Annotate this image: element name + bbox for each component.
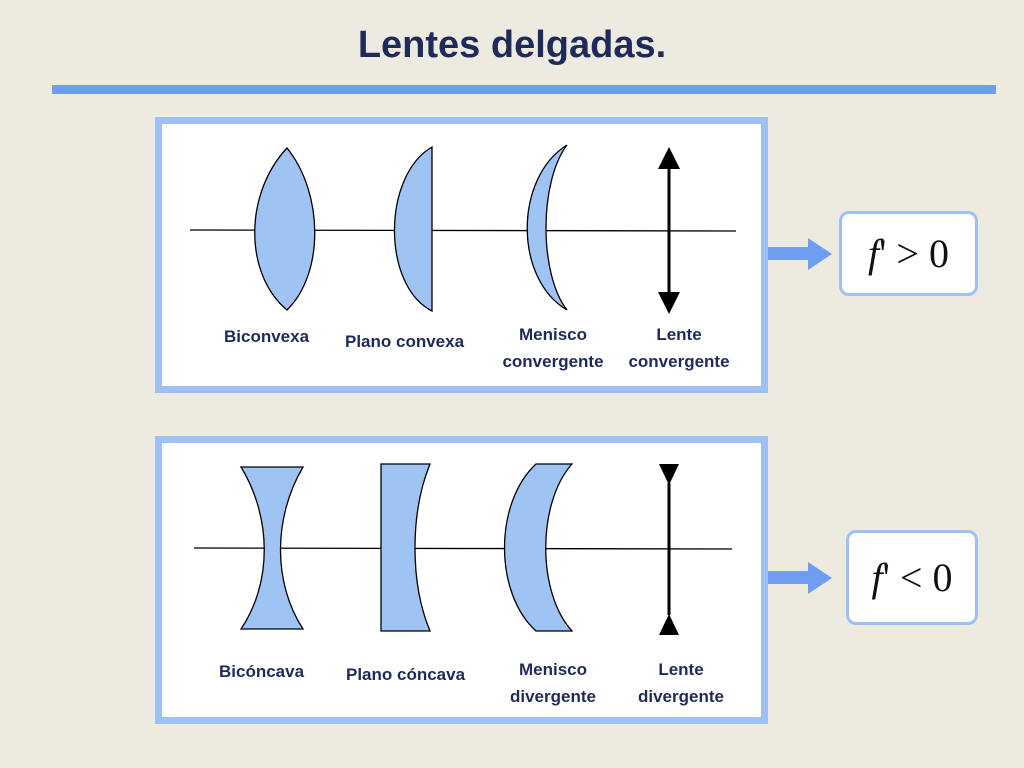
formula-negative-focal-length: f' < 0: [846, 530, 978, 625]
divergent-lenses-figure: [193, 463, 733, 635]
formula-prime: ': [879, 231, 887, 276]
convergent-meniscus-shape: [526, 144, 568, 311]
divergent-lenses-panel: Bicóncava Plano cóncava Menisco divergen…: [155, 436, 768, 724]
label-line: divergente: [510, 687, 596, 706]
arrowhead-inward-top-icon: [659, 464, 679, 485]
title-rule: [52, 85, 996, 94]
label-divergent-meniscus: Menisco divergente: [488, 656, 618, 710]
biconcave-lens-shape: [239, 466, 305, 630]
divergent-meniscus-shape: [503, 463, 574, 632]
formula-relation: > 0: [886, 231, 949, 276]
label-convergent-meniscus: Menisco convergente: [488, 321, 618, 375]
label-line: divergente: [638, 687, 724, 706]
slide-title: Lentes delgadas.: [357, 24, 667, 66]
arrow-right-icon: [768, 238, 832, 270]
arrowhead-down-icon: [658, 292, 680, 314]
convergent-lenses-panel: Biconvexa Plano convexa Menisco converge…: [155, 117, 768, 393]
label-biconvex: Biconvexa: [224, 327, 310, 346]
label-line: Lente: [656, 325, 702, 344]
formula-positive-focal-length: f' > 0: [839, 211, 978, 296]
formula-symbol: f: [871, 555, 883, 600]
plano-concave-lens-shape: [380, 463, 431, 632]
label-plano-convex: Plano convexa: [345, 332, 465, 351]
biconvex-lens-shape: [254, 147, 316, 311]
arrow-right-icon: [768, 562, 832, 594]
label-plano-concave: Plano cóncava: [346, 665, 466, 684]
label-line: Menisco: [518, 325, 588, 344]
arrowhead-inward-bottom-icon: [659, 614, 679, 635]
plano-convex-lens-shape: [394, 145, 433, 313]
arrowhead-up-icon: [658, 147, 680, 169]
label-converging-lens: Lente convergente: [614, 321, 744, 375]
label-biconcave: Bicóncava: [219, 662, 305, 681]
optical-axis: [193, 547, 733, 550]
formula-prime: ': [882, 555, 890, 600]
label-diverging-lens: Lente divergente: [616, 656, 746, 710]
label-line: convergente: [628, 352, 730, 371]
label-line: Menisco: [518, 660, 588, 679]
label-line: Lente: [658, 660, 704, 679]
label-line: convergente: [502, 352, 604, 371]
convergent-lenses-figure: [189, 144, 737, 314]
formula-relation: < 0: [889, 555, 953, 600]
formula-symbol: f: [868, 231, 880, 276]
